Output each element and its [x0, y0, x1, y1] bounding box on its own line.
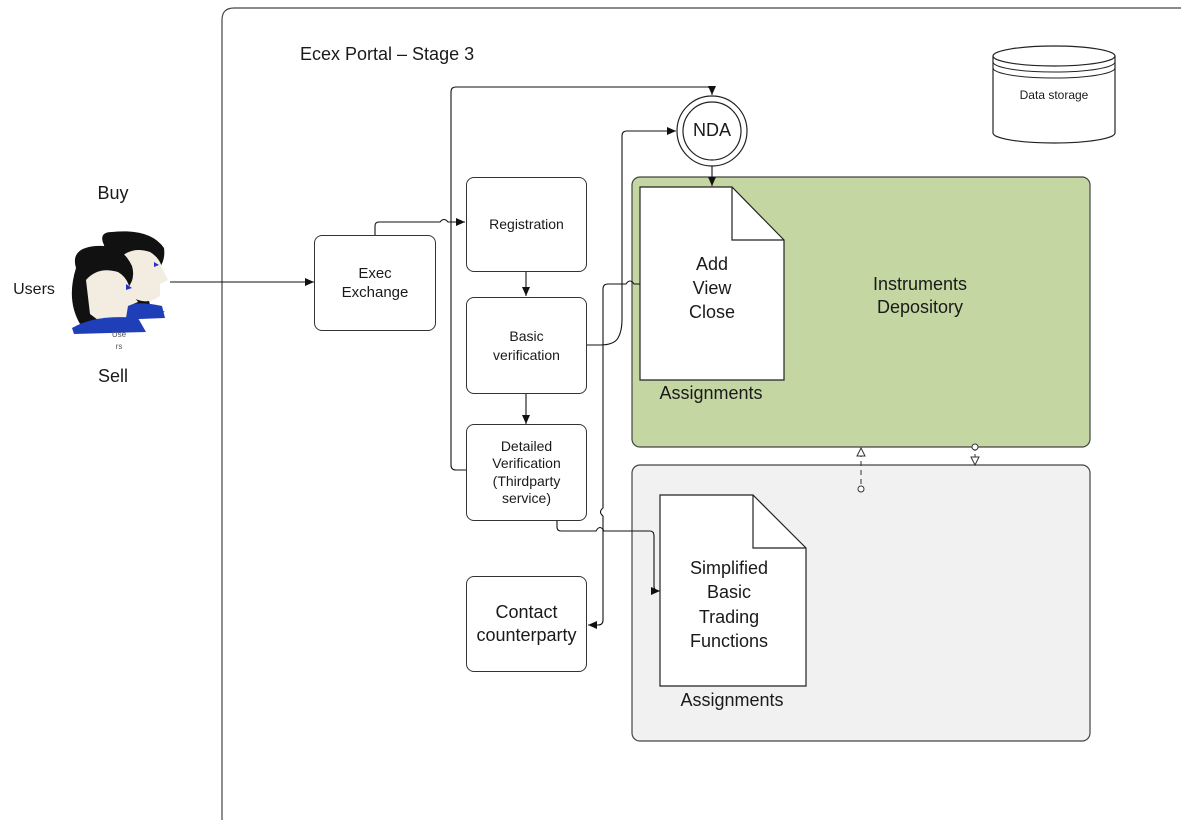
trading-document-fold [752, 495, 806, 549]
sell-label: Sell [97, 366, 128, 386]
basic-verification-label: Basic verification [493, 328, 560, 363]
buy-label: Buy [97, 183, 129, 203]
users-icon-caption-line2: rs [115, 342, 123, 351]
arrow-detailed-to-nda [450, 86, 716, 471]
assignments-document-fold [731, 187, 784, 241]
assignments-document-shape [639, 186, 785, 381]
data-storage-label: Data storage [1019, 88, 1089, 102]
users-icon-caption-line1: Use [111, 330, 127, 339]
users-group-icon [71, 231, 168, 334]
assignments-doc-line-add: Add [695, 254, 729, 274]
users-label: Users [13, 281, 55, 298]
detailed-verification-node[interactable]: Detailed Verification (Thirdparty servic… [466, 424, 587, 521]
connectors [170, 86, 716, 629]
arrow-basic-to-nda [586, 127, 676, 346]
trading-assignments-caption: Assignments [680, 690, 784, 710]
portal-frame [221, 7, 1181, 820]
registration-node[interactable]: Registration [466, 177, 587, 272]
assignments-doc-line-view: View [692, 278, 732, 298]
trading-doc-line-basic: Basic [706, 582, 751, 602]
trading-doc-line-trading: Trading [698, 607, 760, 627]
arrow-detailed-to-trading [556, 521, 660, 595]
detailed-verification-label: Detailed Verification (Thirdparty servic… [492, 437, 561, 507]
registration-label: Registration [489, 216, 564, 233]
trading-doc-line-simplified: Simplified [689, 558, 769, 578]
instruments-depository-title: Instruments Depository [872, 274, 968, 318]
instruments-assignments-caption: Assignments [659, 383, 763, 403]
region-dependency-markers [856, 443, 980, 493]
contact-counterparty-label: Contact counterparty [476, 601, 577, 645]
trading-doc-line-functions: Functions [689, 631, 769, 651]
arrow-document-to-contact [588, 280, 640, 629]
basic-verification-node[interactable]: Basic verification [466, 297, 587, 394]
contact-counterparty-node[interactable]: Contact counterparty [466, 576, 587, 672]
data-storage-cylinder [992, 45, 1116, 144]
portal-title: Ecex Portal – Stage 3 [300, 44, 475, 64]
nda-label: NDA [692, 120, 731, 140]
exec-exchange-node[interactable]: Exec Exchange [314, 235, 436, 331]
assignments-doc-line-close: Close [688, 302, 736, 322]
trading-document-shape [659, 494, 807, 687]
arrow-exchange-to-registration [374, 218, 465, 235]
exec-exchange-label: Exec Exchange [341, 264, 409, 302]
